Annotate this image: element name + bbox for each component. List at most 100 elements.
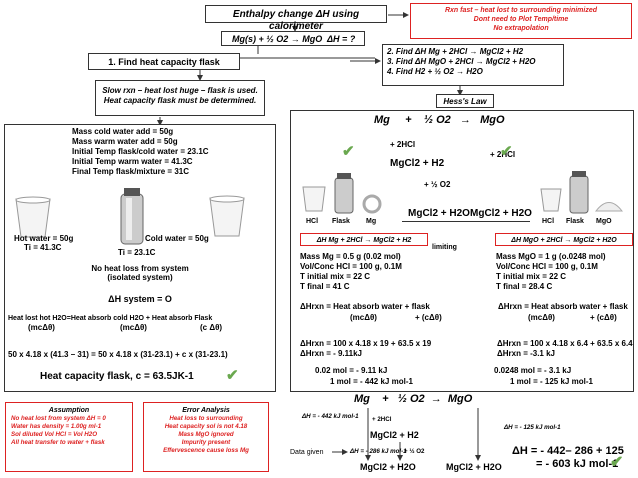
flask-icon [118,186,146,246]
hess-top-eq: Mg + ½ O2 → MgO [374,114,505,127]
right-data-line: T final = 28.4 C [496,282,553,291]
label-hcl-right: HCl [542,218,555,225]
notes-line-2: Dont need to Plot Temp/time [473,16,569,23]
steps-box: 2. Find ΔH Mg + 2HCl → MgCl2 + H2 3. Fin… [382,44,564,86]
calib-equation: 50 x 4.18 x (41.3 – 31) = 50 x 4.18 x (3… [8,350,228,359]
left-data-line: T initial mix = 22 C [300,272,371,281]
calc-right-result: ΔHrxn = -3.1 kJ [497,349,555,358]
calibration-panel [4,124,276,392]
box-mgo-hcl-text: ΔH MgO + 2HCl → MgCl2 + H2O [511,237,617,244]
final-bottom-left: MgCl2 + H2O [360,462,416,472]
reaction-equation: Mg(s) + ½ O2 → MgO [232,34,323,44]
step-2: 2. Find ΔH Mg + 2HCl → MgCl2 + H2 [387,47,524,56]
assumption-line: No heat lost from system ΔH = 0 [11,415,106,422]
final-answer-2: = - 603 kJ mol-1 [536,458,619,470]
eq-mg: Mg [354,393,370,405]
step1-box: 1. Find heat capacity flask [88,53,240,70]
mg-ribbon-icon [362,194,382,214]
dh-system: ΔH system = O [108,294,172,304]
mgo-powder-icon [594,194,624,212]
left-data: Mass Mg = 0.5 g (0.02 mol) Vol/Conc HCl … [300,252,402,292]
calc-left-result: ΔHrxn = - 9.11kJ [300,349,363,358]
eq-o2: ½ O2 [423,114,451,126]
left-data-line: Vol/Conc HCl = 100 g, 0.1M [300,262,402,271]
box-mg-hcl-text: ΔH Mg + 2HCl → MgCl2 + H2 [316,237,412,244]
slow-rxn-box: Slow rxn – heat lost huge – flask is use… [95,80,265,116]
data-given-label: Data given [290,449,324,456]
calib-data-line: Mass cold water add = 50g [72,127,174,136]
assumption-title: Assumption [48,407,90,414]
notes-box: Rxn fast – heat lost to surrounding mini… [410,3,632,39]
hess-label-box: Hess's Law [436,94,494,108]
plus-2hcl-left: + 2HCl [390,140,416,149]
mcdt-right: (mcΔθ) [528,313,555,322]
mcdt-left: (mcΔθ) [350,313,377,322]
no-loss-1: No heat loss from system [91,264,189,273]
right-data-line: Vol/Conc HCl = 100 g, 0.1M [496,262,598,271]
step-4: 4. Find H2 + ½ O2 → H2O [387,67,483,76]
eq-arrow: → [459,114,471,126]
check-icon: ✔ [500,143,513,160]
no-loss-2: (isolated system) [107,273,173,282]
calc-right: ΔHrxn = 100 x 4.18 x 6.4 + 63.5 x 6.4 [497,339,633,348]
step-3: 3. Find ΔH MgO + 2HCl → MgCl2 + H2O [387,57,536,66]
assumption-line: Sol diluted Vol HCl = Vol H2O [11,431,98,438]
dh-rxn-left: ΔHrxn = Heat absorb water + flask [300,302,430,311]
cold-water-cup-icon [208,195,246,238]
final-plus-2hcl: + 2HCl [372,416,392,423]
hess-panel [290,110,634,392]
mcdt-cold: (mcΔθ) [120,323,147,332]
reaction-dh: ΔH = ? [327,34,356,44]
final-dh-left: ΔH = - 442 kJ mol-1 [302,413,359,420]
assumption-line: Water has density = 1.00g ml-1 [11,423,102,430]
eq-o2: ½ O2 [397,393,425,405]
eq-mgo: MgO [480,114,505,126]
error-title: Error Analysis [182,407,230,414]
dh-rxn-right: ΔHrxn = Heat absorb water + flask [498,302,628,311]
check-icon: ✔ [610,454,624,471]
step1-label: 1. Find heat capacity flask [108,57,220,67]
product-underline [402,221,530,222]
error-line: Mass MgO ignored [178,431,234,438]
cold-water-label: Cold water = 50g [145,234,209,243]
label-mg: Mg [366,218,377,225]
final-dh-mid: ΔH = - 286 kJ mol-1 [350,448,407,455]
box-mg-hcl: ΔH Mg + 2HCl → MgCl2 + H2 [300,233,428,246]
heat-balance: Heat lost hot H2O=Heat absorb cold H2O +… [8,315,213,322]
mol-right-1: 0.0248 mol = - 3.1 kJ [494,366,572,375]
error-analysis-box: Error Analysis Heat loss to surrounding … [143,402,269,472]
error-line: Heat loss to surrounding [169,415,243,422]
check-icon: ✔ [226,367,239,384]
final-answer-1: ΔH = - 442– 286 + 125 [512,445,624,457]
check-icon: ✔ [342,143,355,160]
error-line: Impurity present [181,439,231,446]
eq-mg: Mg [374,114,390,126]
cdt-left: + (cΔθ) [415,313,442,322]
bottom-right-product: MgCl2 + H2O [470,208,532,219]
final-plus-half-o2: + ½ O2 [404,448,425,455]
calib-result: Heat capacity flask, c = 63.5JK-1 [40,371,194,382]
final-mgcl2-h2: MgCl2 + H2 [370,430,419,440]
plus-half-o2: + ½ O2 [424,180,451,189]
flask-icon [333,172,355,214]
slow-line-1: Slow rxn – heat lost huge – flask is use… [102,86,258,95]
flask-temp: Ti = 23.1C [118,248,156,257]
label-mgo: MgO [596,218,612,225]
mgcl2-h2: MgCl2 + H2 [390,158,445,169]
notes-line-1: Rxn fast – heat lost to surrounding mini… [444,7,598,14]
mol-right-2: 1 mol = - 125 kJ mol-1 [510,377,593,386]
right-data-line: Mass MgO = 1 g (o.0248 mol) [496,252,606,261]
hcl-cup-icon [302,186,326,212]
calc-left: ΔHrxn = 100 x 4.18 x 19 + 63.5 x 19 [300,339,432,348]
calib-data-line: Initial Temp flask/cold water = 23.1C [72,147,209,156]
calib-data-line: Final Temp flask/mixture = 31C [72,167,190,176]
final-dh-right: ΔH = - 125 kJ mol-1 [504,424,561,431]
mol-left-1: 0.02 mol = - 9.11 kJ [315,366,388,375]
notes-line-3: No extrapolation [493,25,549,32]
limiting-label: limiting [432,244,457,251]
calib-data-line: Mass warm water add = 50g [72,137,178,146]
plus-2hcl-right: + 2HCl [490,150,516,159]
assumption-box: Assumption No heat lost from system ΔH =… [5,402,133,472]
slow-line-2: Heat capacity flask must be determined. [103,96,257,105]
eq-arrow: → [430,393,442,405]
